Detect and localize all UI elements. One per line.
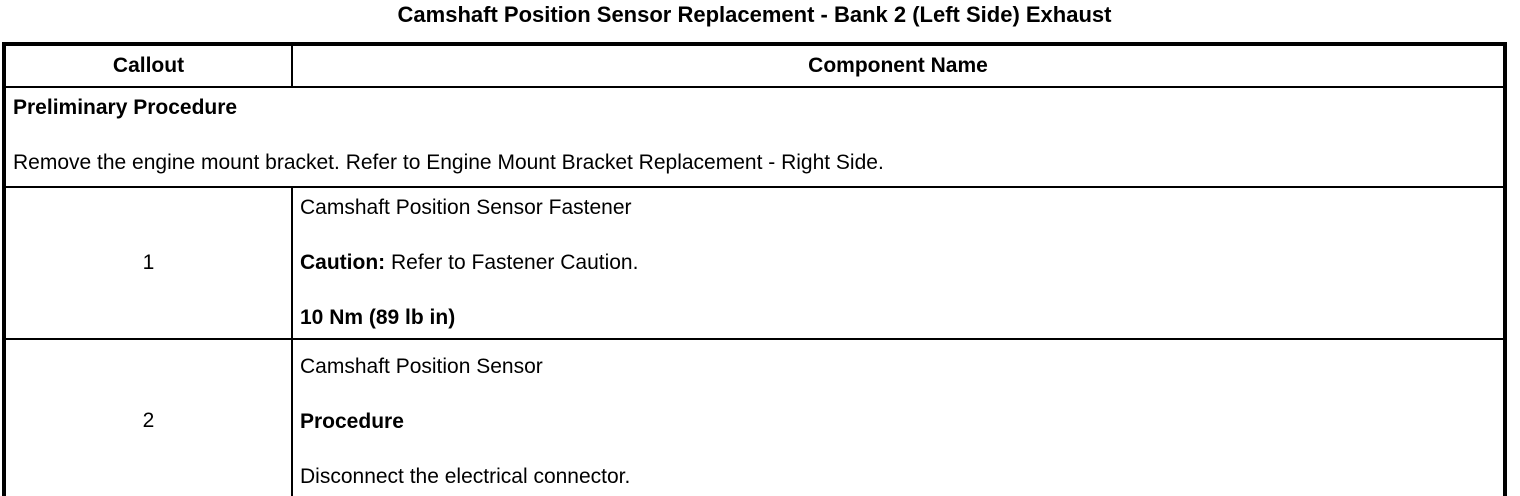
callout-number: 1 — [3, 186, 293, 340]
procedure-text: Disconnect the electrical connector. — [300, 465, 631, 488]
preliminary-procedure-text: Remove the engine mount bracket. Refer t… — [13, 151, 884, 174]
preliminary-procedure-row: Preliminary Procedure Remove the engine … — [3, 86, 1506, 188]
component-cell: Camshaft Position Sensor Fastener Cautio… — [291, 186, 1506, 340]
header-row: Callout Component Name — [3, 43, 1506, 88]
caution-text: Refer to Fastener Caution. — [385, 251, 639, 274]
table-row: 1 Camshaft Position Sensor Fastener Caut… — [3, 186, 1506, 340]
preliminary-procedure-heading: Preliminary Procedure — [13, 96, 238, 119]
callout-number: 2 — [3, 338, 293, 496]
page-title: Camshaft Position Sensor Replacement - B… — [397, 2, 1112, 27]
component-cell: Camshaft Position Sensor Procedure Disco… — [291, 338, 1506, 496]
component-name: Camshaft Position Sensor Fastener — [300, 196, 632, 219]
callout-column-header: Callout — [3, 43, 293, 88]
preliminary-procedure-cell: Preliminary Procedure Remove the engine … — [3, 86, 1506, 188]
component-name: Camshaft Position Sensor — [300, 355, 543, 378]
component-name-column-header: Component Name — [291, 43, 1506, 88]
caution-line: Caution: Refer to Fastener Caution. — [300, 252, 1495, 274]
caution-label: Caution: — [300, 251, 386, 274]
component-table: Callout Component Name Preliminary Proce… — [2, 42, 1507, 496]
torque-spec: 10 Nm (89 lb in) — [300, 306, 456, 329]
table-row: 2 Camshaft Position Sensor Procedure Dis… — [3, 338, 1506, 496]
procedure-label: Procedure — [300, 410, 404, 433]
